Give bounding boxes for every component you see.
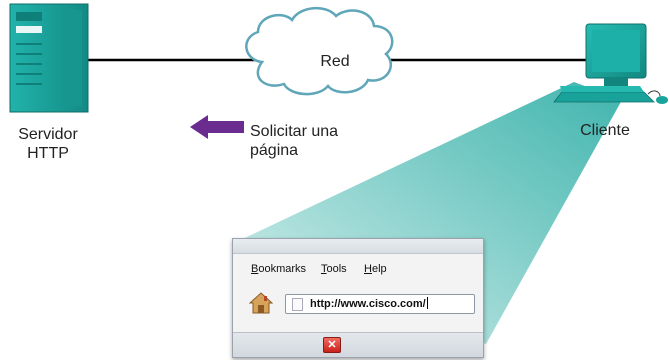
menu-help[interactable]: Help <box>364 263 387 275</box>
server-icon <box>9 3 89 113</box>
browser-statusbar: ✕ <box>233 332 483 357</box>
network-label: Red <box>320 53 350 70</box>
menu-bookmarks[interactable]: Bookmarks <box>251 263 307 275</box>
home-icon[interactable] <box>249 292 273 314</box>
page-icon <box>292 298 303 311</box>
browser-menubar: Bookmarks Tools Help <box>233 261 483 279</box>
client-computer-icon <box>553 23 668 104</box>
browser-navbar: http://www.cisco.com/ <box>233 285 483 321</box>
browser-titlebar <box>233 239 483 254</box>
server-label-line1: Servidor <box>18 126 78 143</box>
close-icon[interactable]: ✕ <box>323 337 341 353</box>
server-label-line2: HTTP <box>27 145 69 162</box>
server-label: Servidor HTTP <box>8 125 88 163</box>
request-label-line1: Solicitar una <box>250 123 339 140</box>
request-label-line2: página <box>250 142 299 159</box>
browser-window: Bookmarks Tools Help http://www.cisco.co… <box>232 238 484 358</box>
client-label: Cliente <box>580 122 630 139</box>
address-url: http://www.cisco.com/ <box>310 297 428 310</box>
cloud-icon <box>245 7 394 96</box>
address-bar[interactable]: http://www.cisco.com/ <box>285 294 475 314</box>
request-label: Solicitar una página <box>250 122 338 160</box>
menu-tools[interactable]: Tools <box>321 263 347 275</box>
request-arrow <box>190 115 244 139</box>
